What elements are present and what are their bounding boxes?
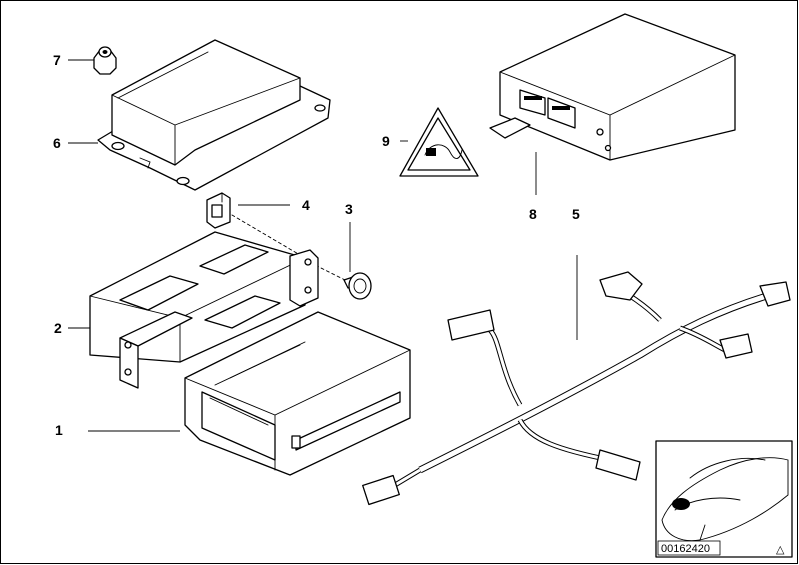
part-5-wiring-harness[interactable] bbox=[362, 271, 791, 506]
callout-9: 9 bbox=[382, 133, 390, 149]
leader-lines bbox=[68, 59, 578, 432]
part-8-module[interactable] bbox=[489, 13, 736, 161]
corner-triangle-icon: △ bbox=[776, 544, 785, 556]
part-2-frame[interactable] bbox=[89, 231, 319, 389]
callout-1: 1 bbox=[55, 422, 63, 438]
callout-2: 2 bbox=[54, 320, 62, 336]
inset-car-view: 00162420 △ bbox=[655, 440, 793, 558]
part-3-screw[interactable] bbox=[343, 272, 372, 300]
part-4-clip[interactable] bbox=[206, 192, 231, 229]
callout-5: 5 bbox=[572, 206, 580, 222]
part-6-cover-bracket[interactable] bbox=[97, 39, 331, 191]
part-1-cd-unit[interactable] bbox=[184, 311, 411, 476]
callout-6: 6 bbox=[53, 135, 61, 151]
part-9-warning-label[interactable] bbox=[399, 107, 479, 177]
callout-7: 7 bbox=[53, 52, 61, 68]
callout-3: 3 bbox=[345, 201, 353, 217]
callout-4: 4 bbox=[302, 197, 310, 213]
callout-8: 8 bbox=[529, 206, 537, 222]
inset-code: 00162420 bbox=[661, 543, 710, 555]
part-7-nut[interactable] bbox=[93, 46, 117, 75]
